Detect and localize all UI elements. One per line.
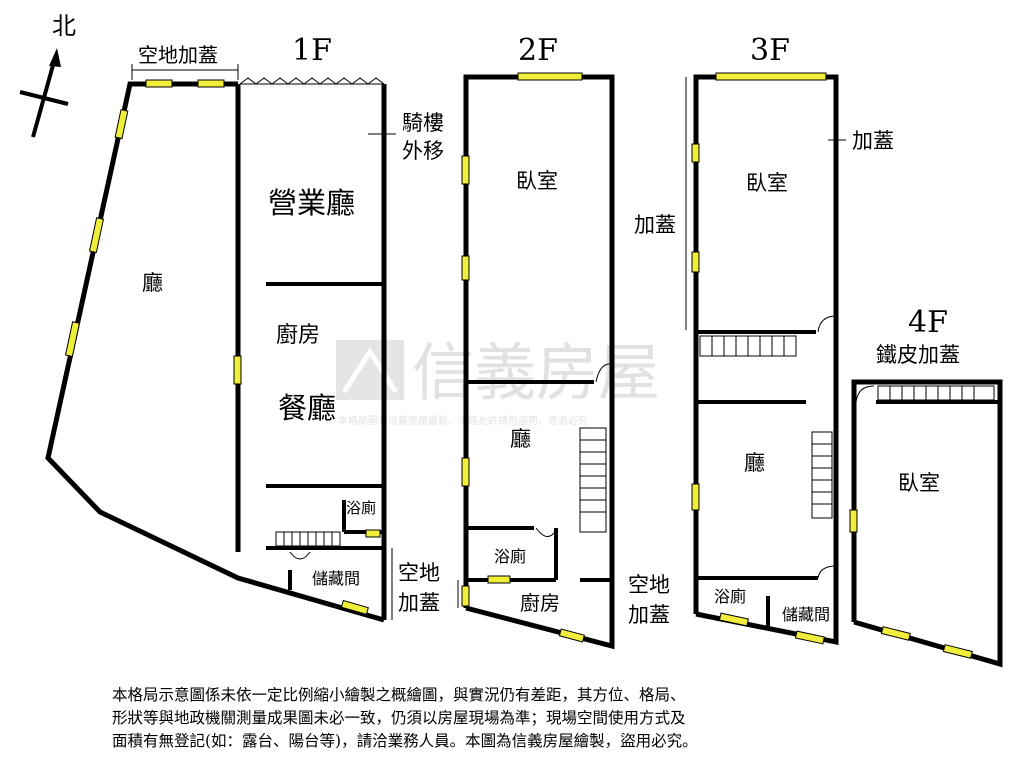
f1-arcade-label-2: 外移	[402, 139, 444, 163]
watermark-brand: 信義房屋	[412, 336, 660, 409]
f3-window	[718, 612, 749, 627]
f4-subtitle: 鐵皮加蓋	[876, 343, 960, 367]
floor-2f-title: 2F	[518, 33, 558, 68]
f1-window	[233, 355, 242, 385]
f1-kitchen-label: 廚房	[276, 323, 320, 348]
f1-door-arc-icon	[289, 551, 311, 560]
f3-window	[691, 251, 700, 273]
f1-business-hall-label: 營業廳	[268, 186, 355, 220]
north-arrow-icon	[49, 48, 61, 67]
f1-window	[114, 109, 129, 140]
f3-window	[794, 630, 825, 645]
compass: 北	[19, 12, 76, 138]
disclaimer-line: 本格局示意圖係未依一定比例縮小繪製之概繪圖，與實況仍有差距，其方位、格局、	[112, 686, 686, 704]
floor-1f: 1F 空地加蓋 騎樓 外移	[45, 33, 444, 623]
f2-door-arc-icon	[595, 363, 613, 383]
f1-window	[145, 79, 173, 88]
floor-3f: 3F 加蓋 加蓋 臥室 廳 浴廁 儲藏間	[609, 33, 894, 646]
f1-window	[64, 321, 81, 358]
watermark: 信義房屋 本格局圖為信義房屋繪製，未經允許請勿盜用，違者必究	[336, 336, 660, 427]
floor-2f: 2F 臥室 廳 浴廁 廚房	[457, 33, 615, 650]
floor-plan-drawing: 信義房屋 本格局圖為信義房屋繪製，未經允許請勿盜用，違者必究 北 1F 空地加蓋…	[19, 12, 1003, 668]
f1-stairs-icon	[275, 531, 341, 547]
f3-window	[691, 143, 700, 163]
f4-bedroom-label: 臥室	[898, 471, 940, 495]
f3-storage-label: 儲藏間	[782, 605, 830, 624]
f4-window	[942, 644, 973, 659]
f2-stairs-icon	[579, 427, 607, 533]
f1-hall-label: 廳	[142, 271, 163, 295]
f1-bath-label: 浴廁	[346, 499, 376, 517]
f3-side-addition-label-1: 空地	[628, 573, 670, 597]
f1-storage-label: 儲藏間	[312, 569, 360, 588]
f2-window	[487, 575, 511, 584]
f2-bedroom-label: 臥室	[516, 169, 558, 193]
f2-door-arc-icon	[535, 527, 557, 537]
f2-window	[558, 628, 585, 643]
f3-bath-label: 浴廁	[714, 587, 746, 606]
f2-kitchen-label: 廚房	[520, 591, 560, 615]
f2-window	[461, 155, 470, 185]
disclaimer-line: 形狀等與地政機關測量成果圖未必一致，仍須以房屋現場為準；現場空間使用方式及	[112, 709, 686, 727]
f3-right-addition-label: 加蓋	[852, 129, 894, 153]
f2-window	[517, 72, 583, 81]
f3-hall-label: 廳	[744, 451, 765, 475]
f1-dining-label: 餐廳	[278, 391, 336, 425]
f1-window	[197, 79, 225, 88]
floor-4f: 4F 鐵皮加蓋 臥室	[849, 305, 1003, 668]
floor-1f-title: 1F	[292, 33, 332, 68]
f1-side-addition-label-1: 空地	[398, 561, 440, 585]
f4-window	[849, 509, 858, 533]
disclaimer-line: 面積有無登記(如：露台、陽台等)，請洽業務人員。本圖為信義房屋繪製，盜用必究。	[112, 732, 698, 750]
f3-side-addition-label-2: 加蓋	[628, 603, 670, 627]
f3-window	[715, 72, 827, 81]
floor-3f-title: 3F	[750, 33, 790, 68]
f1-window	[88, 217, 105, 254]
f3-left-addition-label: 加蓋	[634, 213, 676, 237]
f4-stairs-icon	[877, 385, 995, 401]
floor-4f-title: 4F	[908, 305, 948, 340]
f2-window	[461, 255, 470, 281]
f2-window	[461, 457, 470, 487]
f1-window	[340, 599, 369, 616]
compass-north-label: 北	[52, 12, 76, 40]
f1-arcade-label-1: 騎樓	[402, 111, 444, 135]
f3-door-arc-icon	[817, 315, 837, 333]
f2-hall-label: 廳	[510, 427, 531, 451]
f1-side-addition-label-2: 加蓋	[398, 591, 440, 615]
f4-door-arc-icon	[855, 385, 875, 403]
f3-bedroom-label: 臥室	[746, 171, 788, 195]
f2-bath-label: 浴廁	[494, 547, 526, 566]
f1-top-addition-label: 空地加蓋	[138, 43, 218, 67]
f3-door-arc-icon	[817, 565, 837, 579]
disclaimer-notice: 本格局示意圖係未依一定比例縮小繪製之概繪圖，與實況仍有差距，其方位、格局、 形狀…	[112, 684, 912, 753]
f4-window	[880, 626, 911, 641]
f3-window	[691, 483, 700, 511]
f2-window	[461, 585, 470, 607]
watermark-notice: 本格局圖為信義房屋繪製，未經允許請勿盜用，違者必究	[338, 414, 588, 427]
f1-window	[365, 529, 381, 538]
f3-stairs-icon	[699, 335, 833, 519]
